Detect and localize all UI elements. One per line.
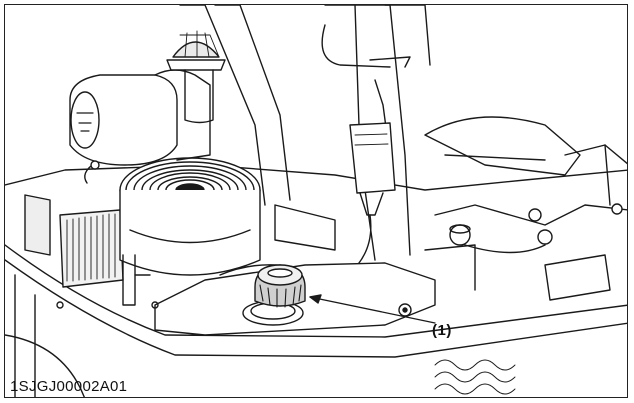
illustration-frame <box>4 4 628 398</box>
engine-compartment-drawing <box>5 5 627 397</box>
wire-harness <box>304 24 411 281</box>
callout-leader <box>309 294 436 324</box>
fuel-tank-cap-icon <box>254 264 306 308</box>
air-cleaner <box>69 69 211 184</box>
breather-dome <box>166 30 226 124</box>
figure-code: 1SJGJ00002A01 <box>10 378 128 395</box>
hardware-details <box>56 160 476 317</box>
floor-mesh <box>434 359 516 395</box>
engine-fan <box>119 157 261 276</box>
chassis-frame <box>5 164 627 397</box>
callout-label-1: (1) <box>432 322 452 339</box>
rear-fender <box>424 116 627 301</box>
side-cooling-grill <box>24 194 124 288</box>
